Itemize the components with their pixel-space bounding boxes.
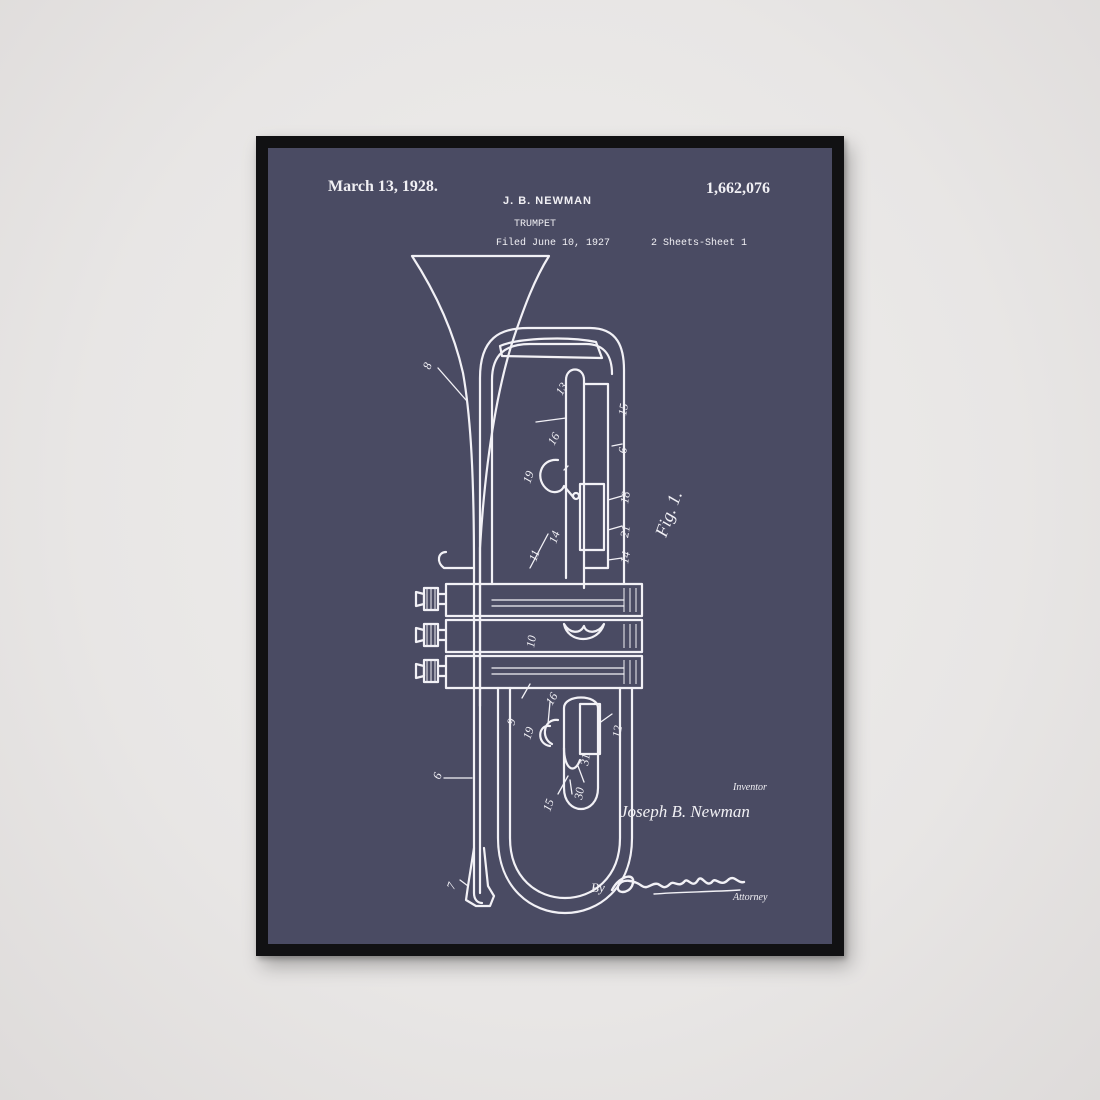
water-key-tube: [578, 482, 606, 552]
svg-text:6: 6: [430, 771, 445, 781]
upper-finger-hook: [539, 458, 576, 500]
svg-text:16: 16: [544, 430, 562, 447]
reference-numerals: 8 13 16 15 6 19 18 21 14 11 14 10 9 16 1…: [420, 361, 633, 891]
valve-block: [444, 582, 644, 690]
inventor-name-heading: J. B. NEWMAN: [503, 195, 592, 207]
svg-text:9: 9: [504, 717, 519, 727]
mouthpiece: [464, 846, 496, 908]
svg-text:16: 16: [542, 690, 560, 707]
slide-cap: [498, 337, 604, 360]
valve-buttons: [414, 586, 448, 684]
svg-text:15: 15: [540, 797, 557, 813]
svg-text:11: 11: [526, 548, 543, 563]
svg-text:19: 19: [520, 725, 537, 741]
valve-caps-right: [623, 588, 637, 684]
inventor-signature: Joseph B. Newman: [620, 802, 750, 821]
svg-text:18: 18: [617, 490, 633, 504]
lower-slide-bend: [562, 746, 582, 770]
thumb-hook: [437, 550, 476, 570]
svg-text:6: 6: [615, 446, 630, 454]
upper-hook-pivot: [571, 491, 581, 501]
attorney-label: Attorney: [733, 892, 768, 903]
trumpet-drawing: 8 13 16 15 6 19 18 21 14 11 14 10 9 16 1…: [410, 254, 686, 914]
picture-frame: March 13, 1928. J. B. NEWMAN TRUMPET 1,6…: [256, 136, 844, 956]
svg-text:30: 30: [571, 786, 587, 801]
figure-label: Fig. 1.: [651, 488, 686, 540]
svg-text:21: 21: [617, 524, 633, 538]
svg-text:14: 14: [546, 529, 563, 545]
patent-date: March 13, 1928.: [328, 178, 438, 195]
svg-text:10: 10: [523, 634, 539, 648]
svg-text:19: 19: [520, 469, 537, 485]
valve-crossbars: [491, 599, 625, 675]
lower-finger-hook: [543, 718, 560, 746]
patent-title: TRUMPET: [514, 219, 557, 230]
lower-thumb-ring: [539, 724, 552, 748]
filed-date: Filed June 10, 1927: [496, 238, 611, 249]
leader-lines: [437, 367, 623, 887]
svg-text:7: 7: [444, 880, 460, 891]
svg-text:31: 31: [577, 752, 593, 767]
svg-text:15: 15: [615, 402, 631, 416]
svg-text:8: 8: [420, 361, 435, 371]
patent-number: 1,662,076: [706, 180, 770, 197]
attorney-signature: [610, 875, 746, 895]
lower-tuning-slide: [496, 686, 634, 914]
svg-text:13: 13: [552, 380, 570, 397]
lower-inner-slide: [562, 696, 602, 811]
svg-text:14: 14: [617, 550, 633, 564]
inventor-label: Inventor: [733, 782, 767, 793]
upper-tuning-slide: [478, 326, 626, 708]
bell-pipe: [472, 566, 484, 905]
inner-slide-tube: [564, 368, 610, 590]
svg-text:12: 12: [609, 724, 625, 738]
sheet-count: 2 Sheets-Sheet 1: [651, 238, 748, 249]
middle-valve-hook: [562, 622, 606, 640]
by-label: By: [591, 880, 605, 895]
patent-poster: March 13, 1928. J. B. NEWMAN TRUMPET 1,6…: [268, 148, 832, 944]
